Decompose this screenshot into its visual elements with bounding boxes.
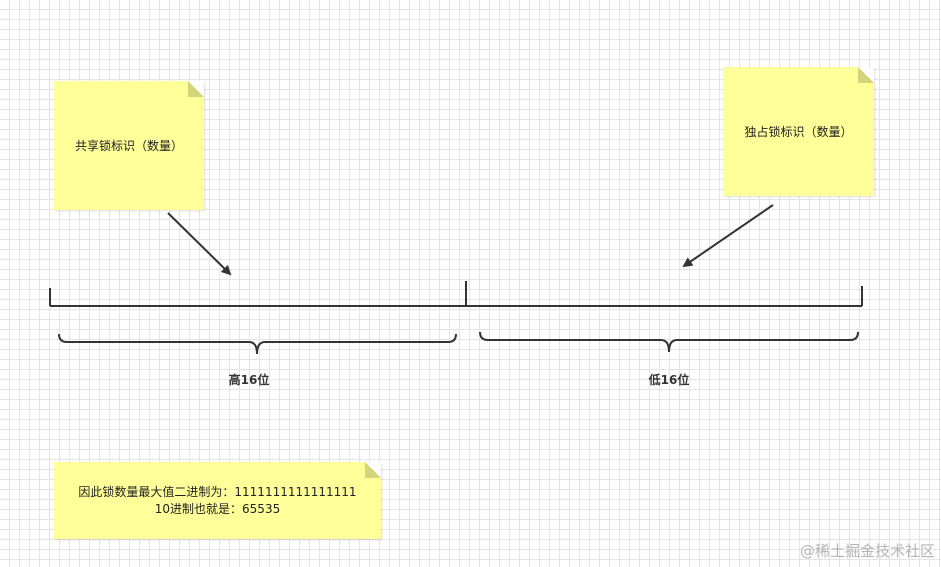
- low-16-bits-label: 低16位: [648, 373, 690, 387]
- shared-lock-note-text: 共享锁标识（数量）: [74, 139, 183, 153]
- low-bits-brace: [479, 331, 859, 353]
- note-fold-corner: [858, 67, 874, 83]
- watermark: @稀土掘金技术社区: [799, 542, 935, 560]
- note-fold-corner: [188, 81, 204, 97]
- exclusive-lock-arrow: [682, 204, 774, 268]
- bit-ruler: [49, 281, 863, 307]
- max-value-binary-text: 因此锁数量最大值二进制为：1111111111111111: [78, 484, 357, 499]
- max-value-decimal-text: 10进制也就是：65535: [154, 501, 281, 516]
- max-value-note: 因此锁数量最大值二进制为：1111111111111111 10进制也就是：65…: [54, 462, 381, 539]
- exclusive-lock-note-text: 独占锁标识（数量）: [744, 125, 853, 139]
- exclusive-lock-note: 独占锁标识（数量）: [723, 67, 874, 196]
- high-bits-brace: [58, 333, 457, 355]
- high-16-bits-label: 高16位: [228, 373, 270, 387]
- shared-lock-arrow: [167, 212, 232, 276]
- shared-lock-note: 共享锁标识（数量）: [54, 81, 204, 210]
- note-fold-corner: [365, 462, 381, 478]
